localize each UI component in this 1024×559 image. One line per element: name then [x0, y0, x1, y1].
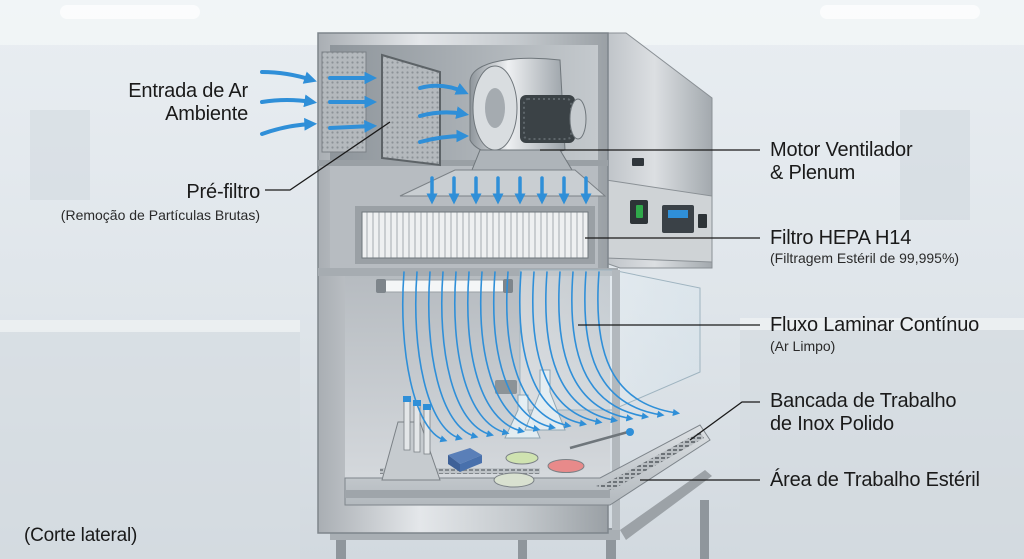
sash-frame [612, 270, 620, 530]
laminar-title: Fluxo Laminar Contínuo [770, 314, 980, 336]
intake-arrow [260, 117, 318, 136]
laminar-flow-line [519, 271, 588, 427]
bench-line1: Bancada de Trabalho [770, 390, 957, 412]
uv-lamp [376, 279, 513, 293]
laminar-flow-line [532, 271, 603, 425]
laminar-flow-line [440, 271, 494, 438]
laminar-flow-line [545, 271, 619, 424]
view-note: (Corte lateral) [24, 525, 138, 546]
airflow-arrows [260, 70, 681, 443]
leader-prefilter [265, 121, 391, 191]
bench-label: Bancada de Trabalho de Inox Polido [770, 390, 957, 436]
bench-line2: de Inox Polido [770, 413, 894, 435]
laminar-flow-line [584, 271, 665, 418]
laminar-flow-line [571, 271, 650, 420]
air-intake-label: Entrada de Ar Ambiente [96, 80, 248, 126]
laminar-flow-line [453, 271, 510, 436]
motor-line2: & Plenum [770, 162, 856, 184]
blower-arrow [418, 129, 470, 144]
laminar-flow-line [597, 271, 681, 417]
blower-arrow [418, 106, 470, 119]
laminar-flow-line [479, 271, 541, 432]
prefilter-note: (Remoção de Partículas Brutas) [60, 207, 260, 223]
leader-bench [689, 401, 760, 441]
laminar-flow-line [427, 271, 479, 439]
intake-arrow [260, 94, 318, 108]
pre-filter [321, 51, 441, 167]
leader-lines [265, 121, 760, 481]
laminar-flow-line [466, 271, 526, 434]
laminar-note: (Ar Limpo) [770, 338, 836, 354]
motor-line1: Motor Ventilador [770, 139, 913, 161]
work-area-title: Área de Trabalho Estéril [770, 469, 980, 491]
laminar-flow-line [506, 271, 572, 429]
hepa-title: Filtro HEPA H14 [770, 227, 912, 249]
intake-arrow [260, 70, 317, 84]
control-panel [605, 158, 713, 263]
hepa-note: (Filtragem Estéril de 99,995%) [770, 250, 960, 266]
cabinet-stand [330, 470, 712, 559]
blower-motor [469, 57, 587, 176]
blower-arrow [418, 82, 469, 95]
hepa-filter [355, 206, 595, 264]
prefilter-title: Pré-filtro [186, 181, 260, 203]
prefilter-arrow [328, 119, 378, 133]
air-intake-line2: Ambiente [165, 103, 248, 125]
laminar-flow-line [558, 271, 634, 422]
motor-label: Motor Ventilador & Plenum [770, 139, 913, 185]
laminar-flow-line [401, 271, 448, 443]
air-intake-line1: Entrada de Ar [128, 80, 248, 102]
laminar-flow-line [492, 271, 557, 431]
laminar-flow-line [414, 271, 463, 441]
work-bench [344, 424, 711, 506]
